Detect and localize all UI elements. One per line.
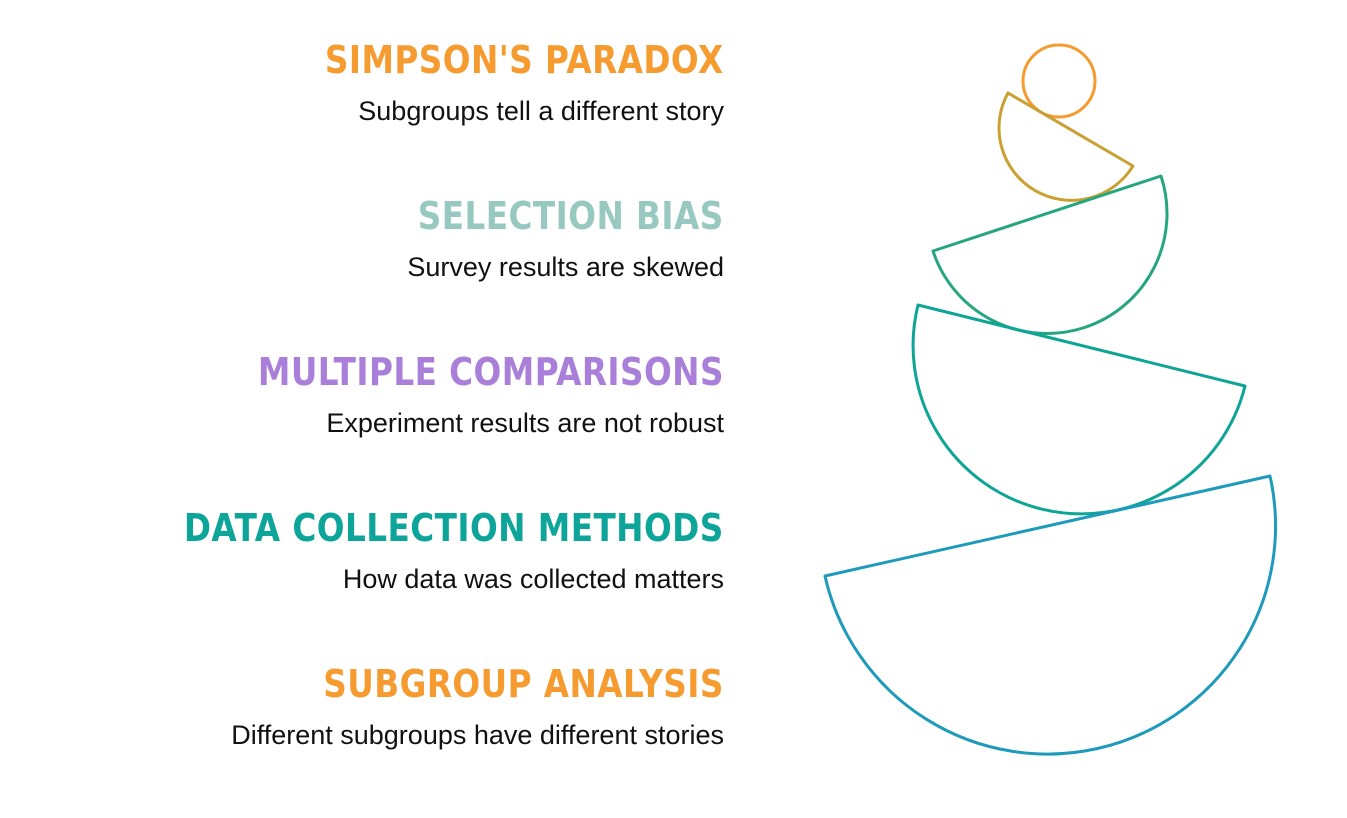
item-data-collection-methods: DATA COLLECTION METHODS How data was col… bbox=[96, 506, 724, 596]
item-title: SIMPSON'S PARADOX bbox=[325, 38, 724, 82]
item-description: Experiment results are not robust bbox=[326, 408, 724, 438]
item-selection-bias: SELECTION BIAS Survey results are skewed bbox=[368, 194, 724, 284]
item-title: DATA COLLECTION METHODS bbox=[184, 506, 724, 550]
item-description: Subgroups tell a different story bbox=[358, 96, 724, 126]
circle-shape bbox=[1021, 43, 1097, 119]
item-subgroup-analysis: SUBGROUP ANALYSIS Different subgroups ha… bbox=[231, 662, 724, 752]
semicircle-shape-3 bbox=[911, 303, 1247, 516]
semicircle-shape-2 bbox=[931, 174, 1169, 335]
semicircle-shape-4 bbox=[823, 474, 1278, 756]
item-simpsons-paradox: SIMPSON'S PARADOX Subgroups tell a diffe… bbox=[260, 38, 724, 128]
item-title: SELECTION BIAS bbox=[418, 194, 724, 238]
item-title: MULTIPLE COMPARISONS bbox=[257, 350, 724, 394]
item-description: Survey results are skewed bbox=[407, 252, 724, 282]
item-description: How data was collected matters bbox=[342, 564, 724, 594]
item-multiple-comparisons: MULTIPLE COMPARISONS Experiment results … bbox=[182, 350, 724, 440]
item-description: Different subgroups have different stori… bbox=[231, 720, 724, 750]
semicircle-shape-1 bbox=[997, 91, 1135, 202]
item-title: SUBGROUP ANALYSIS bbox=[323, 662, 724, 706]
